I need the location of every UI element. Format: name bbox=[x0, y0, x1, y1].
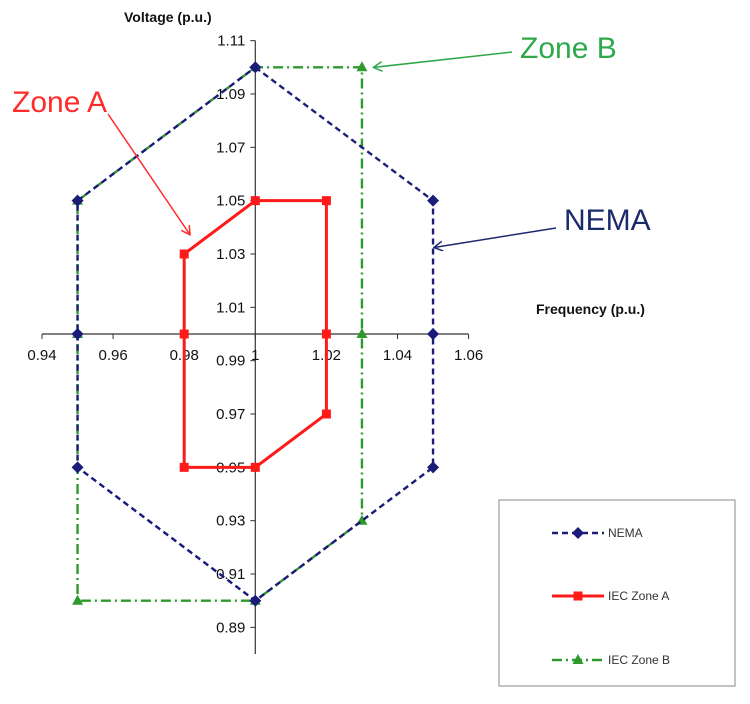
legend-swatch-marker bbox=[572, 527, 584, 539]
annotation-nema: NEMA bbox=[564, 204, 651, 237]
data-point-nema bbox=[249, 594, 262, 607]
y-tick-label: 1.01 bbox=[216, 299, 245, 316]
y-tick-label: 1.11 bbox=[217, 33, 245, 50]
data-point-iec-zone-a bbox=[321, 329, 331, 339]
data-point-iec-zone-b bbox=[72, 594, 84, 605]
x-tick-label: 0.94 bbox=[27, 347, 56, 364]
legend-box bbox=[498, 499, 736, 687]
series-layer bbox=[71, 61, 440, 607]
y-tick-label: 0.99 bbox=[216, 353, 245, 370]
legend-item-iec-zone-a: IEC Zone A bbox=[552, 589, 669, 603]
data-point-nema bbox=[427, 194, 440, 207]
annotation-arrow-zone-a bbox=[107, 113, 190, 234]
y-tick-label: 0.93 bbox=[216, 513, 245, 530]
annotation-zone-a: Zone A bbox=[12, 86, 107, 119]
data-point-iec-zone-b bbox=[356, 328, 368, 338]
data-point-iec-zone-a bbox=[179, 249, 189, 259]
y-tick-label: 1.09 bbox=[216, 86, 245, 103]
data-point-iec-zone-a bbox=[179, 329, 189, 339]
data-point-nema bbox=[427, 461, 440, 474]
data-point-iec-zone-a bbox=[250, 196, 260, 206]
legend: NEMA IEC Zone A IEC Zone B bbox=[498, 499, 736, 687]
data-point-iec-zone-a bbox=[321, 196, 331, 206]
y-tick-label: 0.89 bbox=[216, 619, 245, 636]
series-nema bbox=[71, 61, 440, 607]
data-point-nema bbox=[71, 194, 84, 207]
x-tick-label: 1 bbox=[251, 347, 259, 364]
series-iec-zone-a bbox=[179, 196, 331, 472]
y-axis-title: Voltage (p.u.) bbox=[124, 9, 212, 25]
data-point-nema bbox=[71, 328, 84, 340]
data-point-nema bbox=[427, 328, 440, 340]
x-tick-label: 1.04 bbox=[383, 347, 412, 364]
legend-label: IEC Zone A bbox=[608, 589, 669, 603]
legend-swatch-marker bbox=[572, 654, 584, 664]
annotation-arrow-nema bbox=[435, 227, 557, 247]
legend-swatch-marker bbox=[573, 591, 583, 601]
annotation-arrow-zone-b bbox=[374, 51, 513, 67]
y-tick-label: 1.03 bbox=[216, 246, 245, 263]
data-point-nema bbox=[71, 461, 84, 474]
annotation-zone-b: Zone B bbox=[520, 32, 617, 65]
legend-label: IEC Zone B bbox=[608, 653, 670, 667]
data-point-iec-zone-b bbox=[356, 61, 368, 72]
y-tick-label: 1.07 bbox=[216, 139, 245, 156]
data-point-iec-zone-a bbox=[179, 462, 189, 472]
annotations: Zone A Zone B NEMA bbox=[12, 32, 651, 247]
y-tick-label: 0.97 bbox=[216, 406, 245, 423]
data-point-iec-zone-a bbox=[250, 462, 260, 472]
legend-label: NEMA bbox=[608, 526, 643, 540]
data-point-iec-zone-a bbox=[321, 409, 331, 419]
y-tick-label: 1.05 bbox=[216, 193, 245, 210]
x-axis-title: Frequency (p.u.) bbox=[536, 301, 645, 317]
y-tick-label: 0.91 bbox=[216, 566, 245, 583]
x-tick-label: 0.96 bbox=[98, 347, 127, 364]
x-tick-label: 1.06 bbox=[454, 347, 483, 364]
legend-item-iec-zone-b: IEC Zone B bbox=[552, 653, 670, 667]
legend-item-nema: NEMA bbox=[552, 526, 643, 540]
data-point-nema bbox=[249, 61, 262, 74]
